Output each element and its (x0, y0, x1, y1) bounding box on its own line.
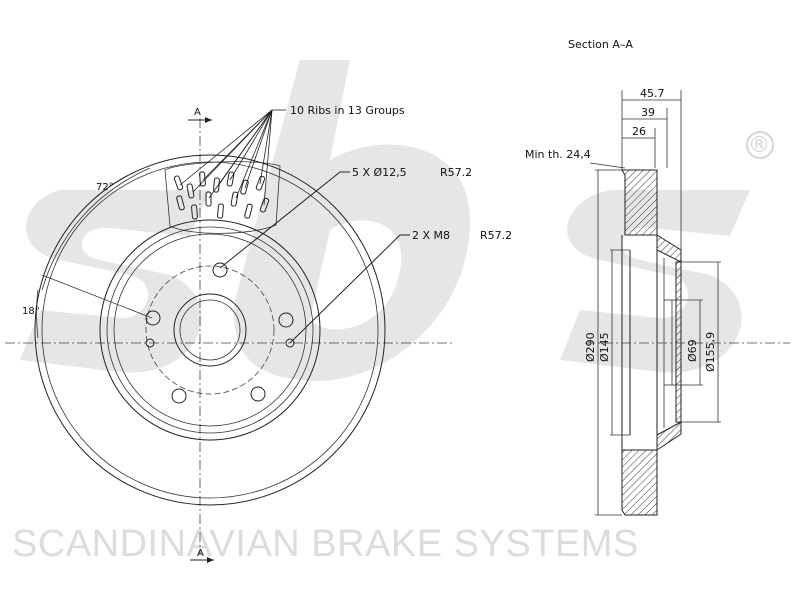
section-upper-friction (621, 169, 658, 236)
dim-overall-height: 45.7 (640, 87, 665, 100)
ribs-label: 10 Ribs in 13 Groups (290, 104, 405, 117)
friction-inner-edge (99, 219, 321, 441)
disc-outer-edge-inner (41, 161, 379, 499)
center-bore-chamfer (179, 299, 241, 361)
rib-cutaway-outline (164, 161, 281, 234)
rib-leader-lines (179, 109, 286, 206)
registered-circle (746, 131, 774, 159)
threaded-hole (285, 338, 295, 348)
bolt-hole (278, 312, 294, 328)
bolt-hole (171, 388, 187, 404)
hat-outer-edge (106, 226, 314, 434)
angle-18-arc (36, 289, 39, 339)
bolt-hole (250, 386, 266, 402)
section-mark-bottom: A (197, 548, 204, 559)
bolt-hole (212, 262, 228, 278)
bolt-hole (145, 310, 161, 326)
bolt-holes-radius: R57.2 (440, 166, 472, 179)
dia-disc: Ø290 (584, 332, 597, 362)
angle-18-leader (41, 274, 153, 319)
bolt-holes-leader (219, 171, 341, 269)
section-mark-top: A (194, 107, 201, 118)
section-arrowhead-bottom (207, 557, 214, 563)
min-thickness-label: Min th. 24,4 (525, 148, 591, 161)
section-hat-face (675, 261, 682, 423)
brand-watermark-text: SCANDINAVIAN BRAKE SYSTEMS (12, 523, 639, 565)
section-lower-friction (621, 449, 658, 516)
min-thickness-leader (589, 162, 626, 169)
dia-center-bore: Ø69 (686, 339, 699, 362)
section-lower-hat-neck (656, 421, 682, 451)
angle-72-label: 72° (96, 182, 114, 193)
dim-hat-height: 39 (641, 106, 655, 119)
threaded-hole (145, 338, 155, 348)
threaded-holes-radius: R57.2 (480, 229, 512, 242)
hat-step (113, 233, 307, 427)
section-arrowhead-top (205, 117, 212, 123)
threaded-holes-leader (289, 234, 401, 344)
center-bore (173, 293, 247, 367)
bolt-holes-label: 5 X Ø12,5 (352, 166, 407, 179)
front-view: 10 Ribs in 13 Groups A A 72° 18° 5 X Ø12… (5, 104, 512, 563)
bolt-pitch-circle (145, 265, 275, 395)
threaded-holes-label: 2 X M8 (412, 229, 450, 242)
registered-mark: ® (748, 133, 770, 158)
angle-72-arc (41, 167, 151, 291)
dia-friction-inner: Ø145 (598, 332, 611, 362)
section-view: Section A–A 45.7 39 26 Min th. 24,4 Ø2 (525, 38, 790, 516)
disc-outer-edge (34, 154, 386, 506)
dia-hat: Ø155,9 (704, 332, 717, 372)
section-upper-hat-neck (656, 234, 682, 263)
angle-18-label: 18° (22, 306, 40, 317)
section-title: Section A–A (568, 38, 633, 51)
dim-thickness: 26 (632, 125, 646, 138)
